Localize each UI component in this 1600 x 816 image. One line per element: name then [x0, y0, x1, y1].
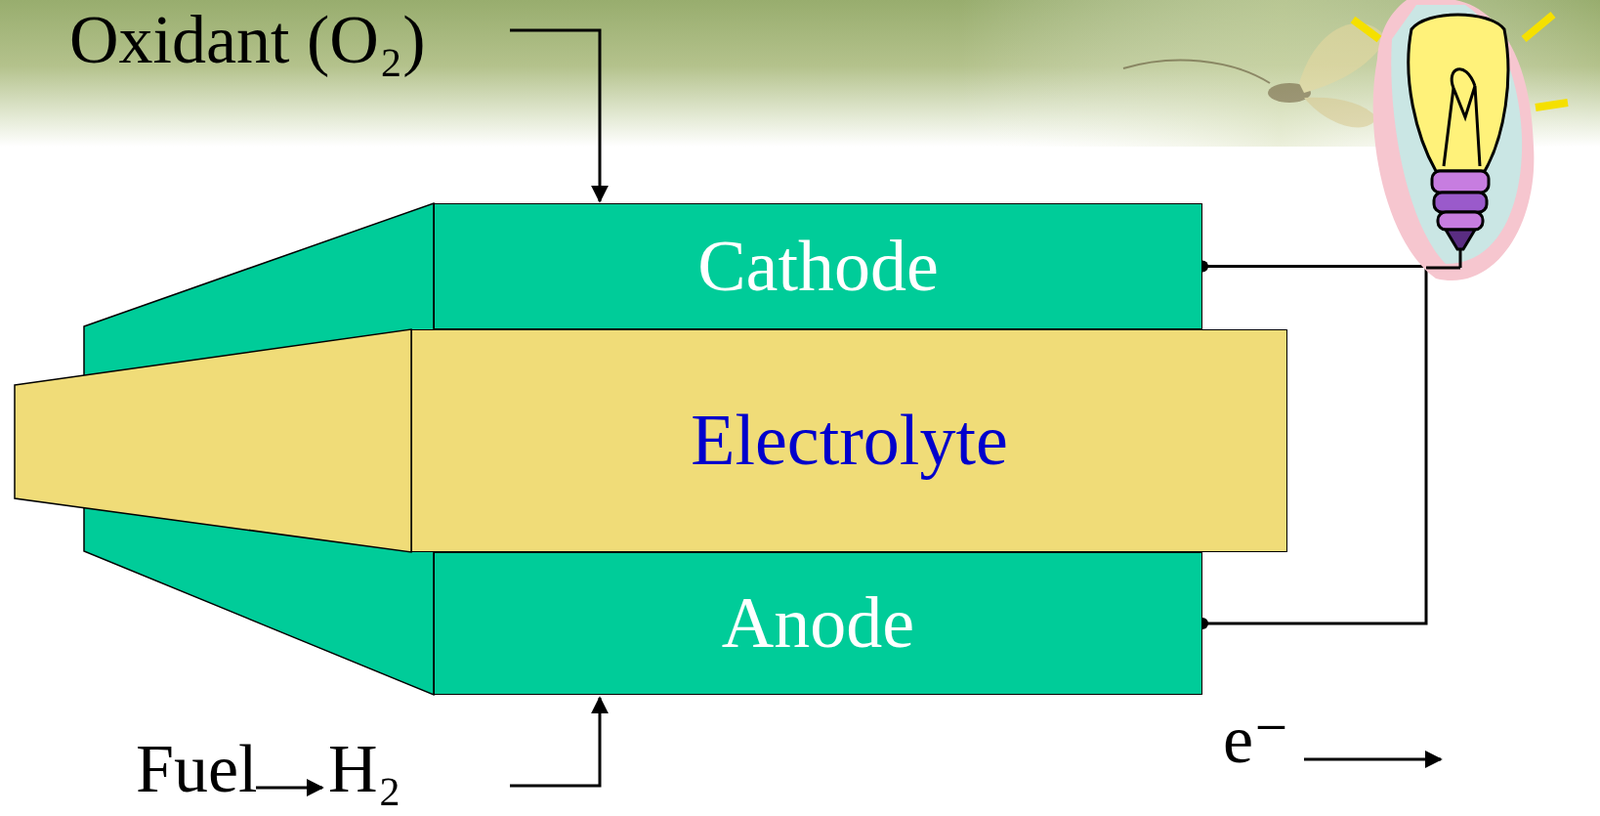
oxidant-label: Oxidant (O₂)	[69, 5, 426, 75]
fuel-name: H₂	[328, 734, 402, 803]
light-bulb	[1352, 0, 1568, 281]
anode-layer: Anode	[433, 551, 1203, 695]
header-band-shade	[0, 0, 1600, 147]
layer-name: Cathode	[697, 226, 939, 306]
header-band	[0, 0, 1600, 147]
electrolyte-layer: Electrolyte	[411, 329, 1288, 552]
fuel-arrow	[255, 786, 323, 790]
electrolyte-side	[14, 329, 412, 552]
fuel-feed-arrow	[509, 697, 600, 786]
oxidant-arrow	[509, 30, 600, 202]
layer-name: Electrolyte	[690, 400, 1009, 480]
cathode-layer: Cathode	[433, 203, 1203, 330]
butterfly-picture	[1123, 23, 1388, 128]
fuel-label: Fuel	[135, 734, 257, 803]
layer-name: Anode	[721, 583, 915, 663]
electron-label: e⁻	[1222, 705, 1290, 774]
electron-arrow	[1304, 757, 1441, 761]
